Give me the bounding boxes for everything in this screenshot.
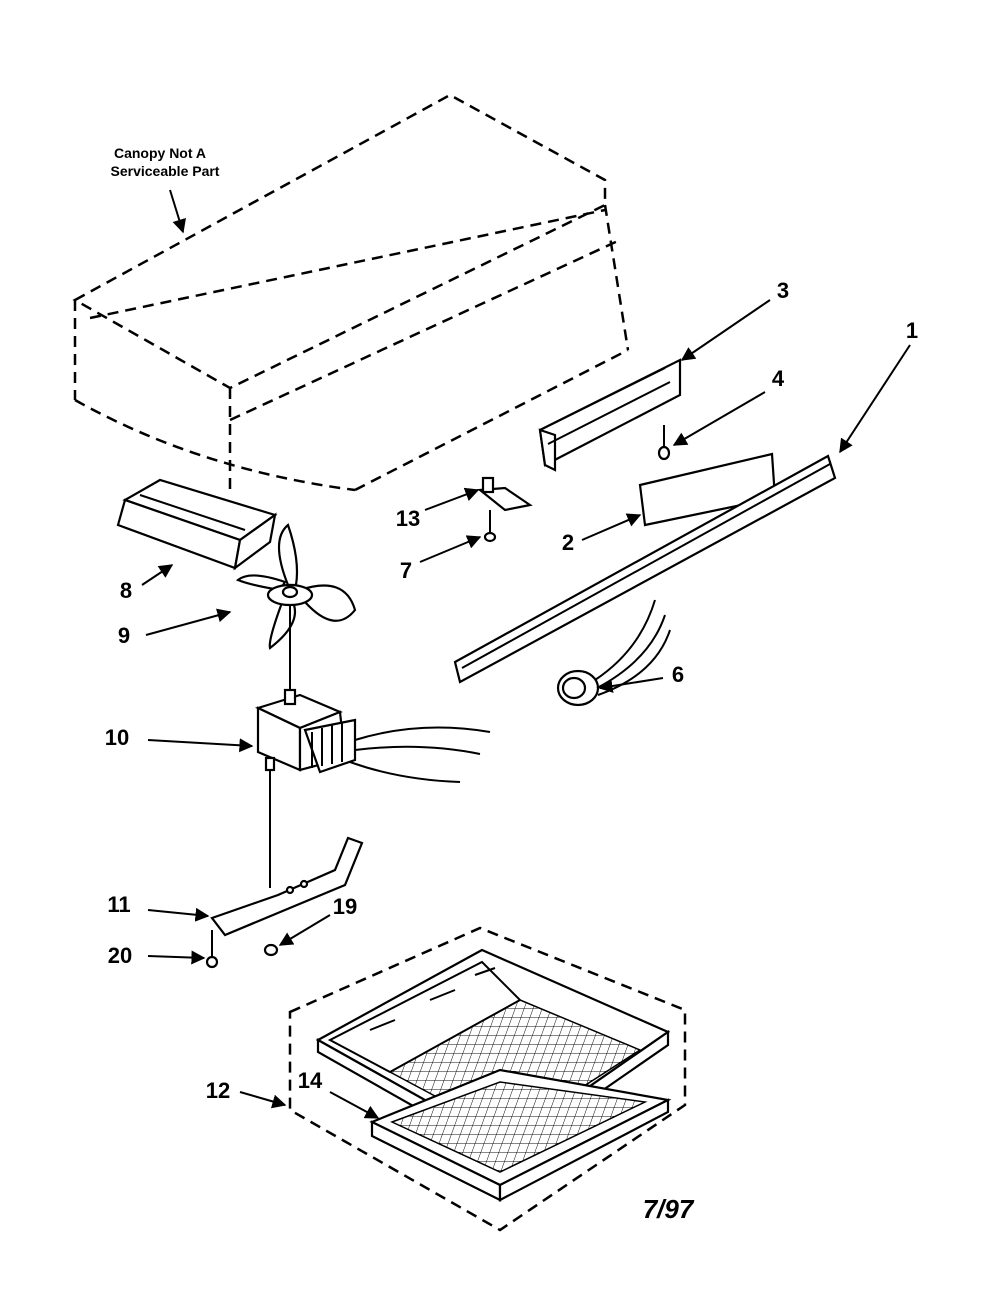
callout-3: 3 [777,278,789,303]
callout-7-arrow [419,535,482,563]
part-19-nut [263,943,279,957]
callout-19: 19 [333,894,357,919]
part-7-screw [483,510,497,543]
callout-14: 14 [298,1068,323,1093]
canopy-outline [72,93,630,492]
callout-19-arrow [278,914,331,946]
callout-13: 13 [396,506,420,531]
callout-20: 20 [108,943,132,968]
callout-6: 6 [672,662,684,687]
callout-10-arrow [147,738,254,753]
part-8-housing [116,478,278,571]
part-12-filter-kit-outline [288,926,687,1232]
part-11-bracket [210,836,364,937]
revision-date: 7/97 [643,1194,695,1224]
callout-4-arrow [672,391,766,446]
part-6-light-socket [556,599,671,707]
callout-13-arrow [424,487,480,511]
svg-text:Canopy Not A: Canopy Not A [114,145,206,161]
part-14-filter-lower [369,1068,672,1202]
callout-11-arrow [147,907,210,922]
callout-12: 12 [206,1078,230,1103]
part-20-screw [205,930,219,969]
callout-12-arrow [239,1091,287,1109]
callout-7: 7 [400,558,412,583]
callout-6-arrow [598,677,664,693]
callout-4: 4 [772,366,785,391]
callout-1: 1 [906,318,918,343]
callout-2-arrow [581,513,642,541]
callout-2: 2 [562,530,574,555]
callout-10: 10 [105,725,129,750]
canopy-note-arrow [169,189,186,234]
callout-14-arrow [329,1091,380,1119]
callout-20-arrow [147,950,206,965]
part-9-fan-blade [235,523,357,650]
part-10-motor [254,688,491,783]
part-3-channel [538,358,682,472]
callout-9: 9 [118,623,130,648]
callout-9-arrow [145,608,232,636]
callout-1-arrow [839,344,911,454]
callout-3-arrow [680,299,771,361]
callout-8: 8 [120,578,132,603]
callout-8-arrow [141,564,174,586]
part-13-clip [477,476,533,512]
callout-11: 11 [107,892,130,917]
part-1-trim-strip [453,454,837,684]
part-4-screw [657,425,671,461]
svg-text:Serviceable Part: Serviceable Part [111,163,220,179]
canopy-note: Canopy Not A Serviceable Part [111,145,220,179]
